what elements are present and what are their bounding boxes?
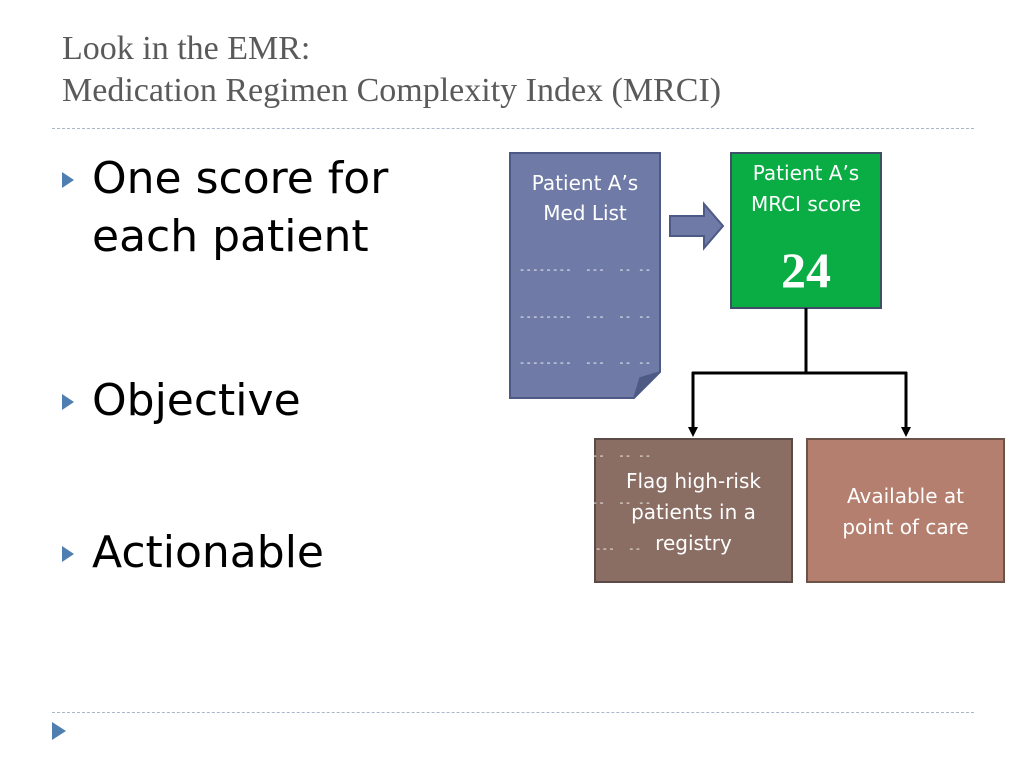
outcome-left-line-2: patients in a <box>631 500 756 524</box>
mrci-score-label: Patient A’s MRCI score <box>731 158 881 220</box>
mrci-score-value: 24 <box>781 242 831 298</box>
mrci-label-line-2: MRCI score <box>750 192 862 216</box>
bullet-text: Actionable <box>92 527 324 578</box>
footer-separator <box>52 712 974 713</box>
outcome-left-label: Flag high-risk patients in a registry <box>595 466 792 559</box>
footer-arrow-icon <box>52 722 66 740</box>
outcome-right-line-1: Available at <box>847 484 964 508</box>
bullet-text: Objective <box>92 375 301 426</box>
med-list-line: -------- --- -- -- <box>518 263 652 276</box>
bullet-item-one-score: One score for each patient <box>62 150 442 266</box>
med-list-fold <box>633 371 661 399</box>
outcome-left-line-3: registry <box>655 531 732 555</box>
bullet-item-actionable: Actionable <box>62 524 442 582</box>
med-list-line: -------- --- -- -- <box>518 449 652 462</box>
outcome-box-left <box>594 438 793 583</box>
med-list-line: -------- --- -- <box>528 402 642 416</box>
title-line-2: Medication Regimen Complexity Index (MRC… <box>62 72 722 109</box>
med-list-line: -------- --- -- -- <box>518 309 652 323</box>
bullet-arrow-icon <box>62 394 74 410</box>
mrci-label-line-1: Patient A’s <box>752 161 860 185</box>
bullet-arrow-icon <box>62 172 74 188</box>
bullet-text: One score for each patient <box>92 150 442 266</box>
bullet-line-1: One score for <box>92 153 389 204</box>
med-list-line: -------- --- -- -- <box>518 356 652 369</box>
med-list-document <box>509 152 661 399</box>
outcome-box-right <box>806 438 1005 583</box>
bullet-line-2: each patient <box>92 211 369 262</box>
med-list-title: Patient A’s Med List <box>510 168 660 228</box>
outcome-left-line-1: Flag high-risk <box>626 469 761 493</box>
med-list-line: -------- --- -- <box>528 542 642 555</box>
bullet-item-objective: Objective <box>62 372 442 430</box>
med-list-title-line-2: Med List <box>543 201 627 225</box>
bullet-arrow-icon <box>62 546 74 562</box>
outcome-right-label: Available at point of care <box>807 481 1004 543</box>
med-list-lines: -------- --- -- -- -------- --- -- -- --… <box>510 231 660 588</box>
title-line-1: Look in the EMR: <box>62 30 311 67</box>
mrci-score-box <box>730 152 882 309</box>
outcome-right-line-2: point of care <box>842 515 969 539</box>
slide-title: Look in the EMR: Medication Regimen Comp… <box>62 28 721 112</box>
title-separator <box>52 128 974 129</box>
med-list-line: -------- --- -- -- <box>518 495 652 509</box>
med-list-title-line-1: Patient A’s <box>531 171 639 195</box>
block-arrow-icon <box>669 201 725 251</box>
